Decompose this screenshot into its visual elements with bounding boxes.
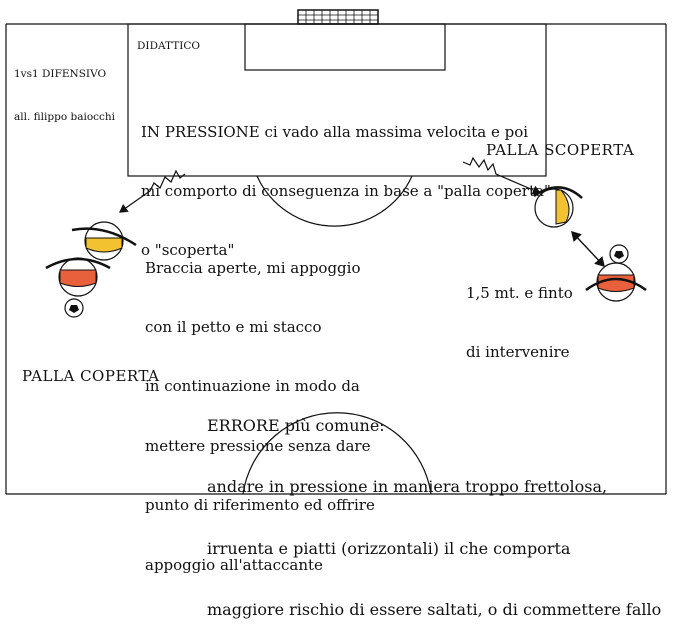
coach-label-line2: all. filippo baiocchi <box>14 110 116 123</box>
field-lines <box>5 23 667 495</box>
zigzag-arrow-icon <box>119 156 542 213</box>
pressure-line-3: o "scoperta" <box>141 241 235 260</box>
attacker-player-icon <box>585 262 647 302</box>
technique-line-4: mettere pressione senza dare <box>145 436 371 455</box>
pressure-line-2: mi comporto di conseguenza in base a "pa… <box>141 181 551 200</box>
double-arrow-icon <box>571 230 605 268</box>
error-line-1: ERRORE più comune: <box>207 415 385 435</box>
distance-line-1: 1,5 mt. e finto <box>466 283 573 302</box>
defender-player-icon <box>533 186 583 228</box>
error-line-4: maggiore rischio di essere saltati, o di… <box>207 600 662 620</box>
didactic-label: DIDATTICO <box>137 40 200 52</box>
coach-label: 1vs1 DIFENSIVO all. filippo baiocchi <box>14 39 115 138</box>
distance-note: 1,5 mt. e finto di intervenire <box>466 244 573 383</box>
error-note: ERRORE più comune: andare in pressione i… <box>207 375 661 641</box>
defender-player-icon <box>71 221 137 261</box>
pitch-diagram <box>5 9 667 495</box>
attacker-player-icon <box>45 257 111 297</box>
pressure-note: IN PRESSIONE ci vado alla massima veloci… <box>141 83 551 281</box>
coach-label-line1: 1vs1 DIFENSIVO <box>14 68 107 81</box>
palla-coperta-label: PALLA COPERTA <box>22 367 160 385</box>
football-icon <box>64 298 84 318</box>
goal-net-icon <box>297 9 379 25</box>
error-line-2: andare in pressione in maniera troppo fr… <box>207 477 608 497</box>
technique-line-3: in continuazione in modo da <box>145 377 360 396</box>
pressure-line-1: IN PRESSIONE ci vado alla massima veloci… <box>141 122 529 141</box>
error-line-3: irruenta e piatti (orizzontali) il che c… <box>207 538 571 558</box>
palla-scoperta-label: PALLA SCOPERTA <box>486 141 635 159</box>
distance-line-2: di intervenire <box>466 342 570 361</box>
football-icon <box>609 244 629 264</box>
technique-line-1: Braccia aperte, mi appoggio <box>145 258 361 277</box>
technique-line-2: con il petto e mi stacco <box>145 317 322 336</box>
